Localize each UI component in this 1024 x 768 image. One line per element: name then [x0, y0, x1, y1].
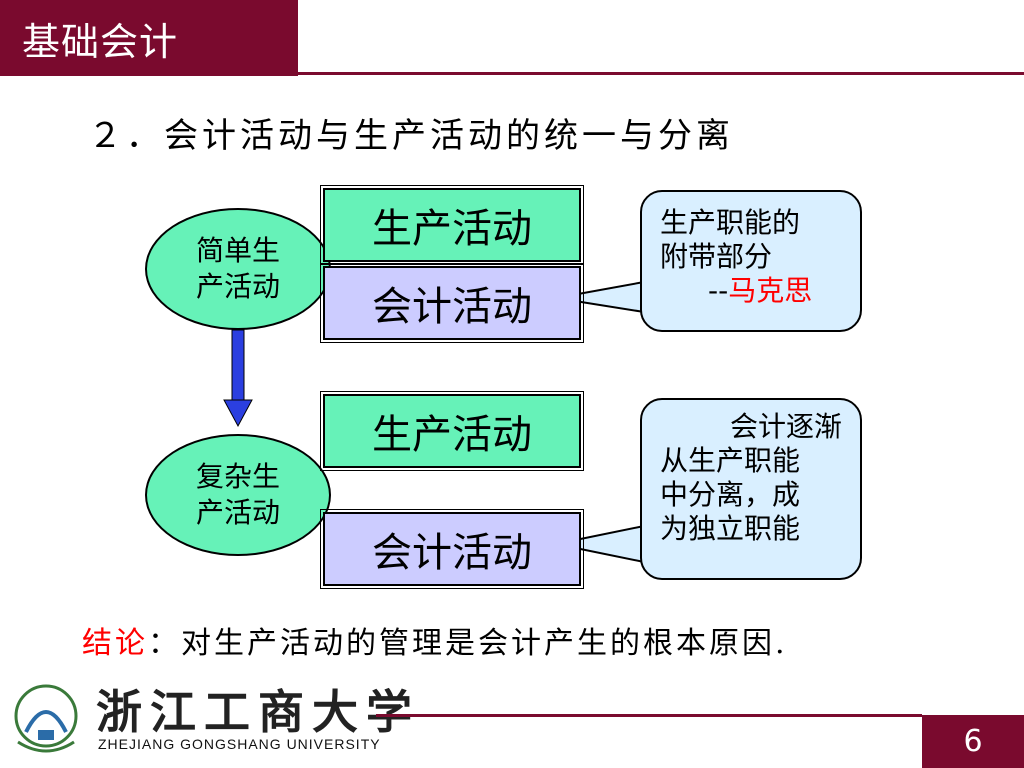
page-number: 6 — [922, 715, 1024, 768]
top-accounting-box: 会计活动 — [320, 263, 584, 343]
course-title: 基础会计 — [0, 0, 298, 76]
logo-chinese-name: 浙江工商大学 — [96, 685, 420, 739]
bottom-callout-line2: 从生产职能 — [660, 444, 801, 477]
simple-production-label: 简单生产活动 — [195, 234, 280, 303]
header-divider — [298, 72, 1024, 75]
conclusion-label: 结论 — [82, 626, 148, 661]
university-logo — [0, 672, 376, 768]
top-callout-attribution: --马克思 — [660, 274, 842, 308]
complex-production-label: 复杂生产活动 — [195, 460, 280, 529]
logo-english-name: ZHEJIANG GONGSHANG UNIVERSITY — [98, 736, 381, 752]
complex-production-ellipse: 复杂生产活动 — [145, 434, 331, 556]
top-callout: 生产职能的 附带部分 --马克思 — [640, 190, 862, 332]
bottom-callout-line4: 为独立职能 — [660, 512, 801, 545]
top-callout-line1: 生产职能的 — [660, 206, 801, 239]
emblem-icon — [14, 684, 78, 753]
footer-divider — [376, 714, 922, 717]
bottom-callout-line3: 中分离，成 — [660, 478, 801, 511]
simple-production-ellipse: 简单生产活动 — [145, 208, 331, 330]
bottom-callout-line1: 会计逐渐 — [729, 410, 842, 443]
top-callout-line2: 附带部分 — [660, 240, 773, 273]
conclusion: 结论：对生产活动的管理是会计产生的根本原因. — [82, 618, 788, 662]
slide-title: ２．会计活动与生产活动的统一与分离 — [88, 116, 734, 156]
bottom-accounting-box: 会计活动 — [320, 509, 584, 589]
attribution-author: 马克思 — [728, 274, 813, 307]
down-arrow-shaft — [231, 329, 245, 403]
top-production-box: 生产活动 — [320, 185, 584, 265]
attribution-dash: -- — [708, 274, 729, 307]
bottom-production-box: 生产活动 — [320, 391, 584, 471]
bottom-callout: 会计逐渐 从生产职能 中分离，成 为独立职能 — [640, 398, 862, 580]
down-arrow-head — [223, 399, 253, 428]
conclusion-text: ：对生产活动的管理是会计产生的根本原因. — [148, 626, 788, 661]
